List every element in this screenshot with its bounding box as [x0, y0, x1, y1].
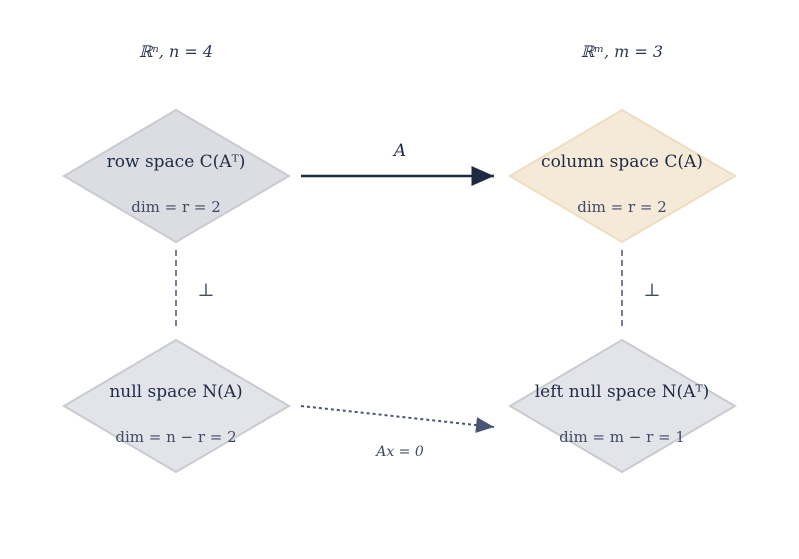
column-space-dim: dim = r = 2 [577, 198, 667, 216]
null-space-node: null space N(A) dim = n − r = 2 [62, 338, 291, 474]
null-space-diamond [62, 338, 291, 474]
kernel-arrow-label: Ax = 0 [374, 444, 424, 460]
map-arrow-label: A [392, 141, 406, 161]
codomain-header: ℝᵐ, m = 3 [581, 42, 663, 61]
column-space-diamond [508, 108, 737, 244]
right-perp-symbol: ⊥ [644, 280, 661, 301]
kernel-arrow [300, 405, 495, 434]
null-space-title: null space N(A) [109, 382, 242, 402]
row-space-dim: dim = r = 2 [131, 198, 221, 216]
left-null-space-diamond [508, 338, 737, 474]
domain-header: ℝⁿ, n = 4 [139, 42, 213, 61]
column-space-node: column space C(A) dim = r = 2 [508, 108, 737, 244]
left-null-space-node: left null space N(Aᵀ) dim = m − r = 1 [508, 338, 737, 474]
left-perp-symbol: ⊥ [198, 280, 215, 301]
row-space-node: row space C(Aᵀ) dim = r = 2 [62, 108, 291, 244]
null-space-dim: dim = n − r = 2 [115, 428, 236, 446]
column-space-title: column space C(A) [541, 152, 703, 172]
row-space-diamond [62, 108, 291, 244]
left-null-space-title: left null space N(Aᵀ) [535, 382, 709, 402]
left-null-space-dim: dim = m − r = 1 [559, 428, 685, 446]
row-space-title: row space C(Aᵀ) [107, 152, 246, 172]
